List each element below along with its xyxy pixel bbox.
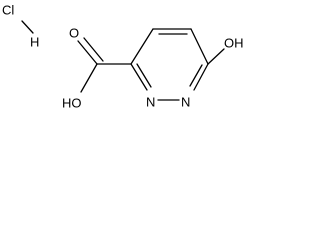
ring-nitrogen-right-label: N	[181, 95, 190, 110]
ring-bond-n2-c3-double	[136, 63, 152, 88]
carbonyl-oxygen-label: O	[69, 26, 79, 41]
hydrogen-chloride	[21, 20, 34, 34]
bond-c6-oh	[207, 48, 225, 65]
chemical-structure-diagram: Cl H O HO N N OH	[2, 3, 244, 111]
ring-bond-c6-n1-double	[189, 64, 203, 87]
ring-hydroxyl-label: OH	[224, 36, 244, 51]
hydrogen-label: H	[30, 35, 39, 50]
ring-bond-c3-c4	[130, 28, 154, 65]
ring-bond-n2-c3	[130, 63, 148, 91]
bond-carboxyl-c-o-double-b	[83, 37, 104, 62]
ring-bond-c5-c6	[190, 28, 209, 65]
pyridazine-ring	[130, 28, 209, 101]
acid-hydroxyl-label: HO	[62, 96, 82, 111]
ring-nitrogen-left-label: N	[146, 95, 155, 110]
atom-labels: Cl H O HO N N OH	[2, 3, 244, 111]
h-cl-bond	[21, 20, 34, 34]
ring-bond-c6-n1	[193, 63, 209, 91]
bond-carboxyl-c-o-double-a	[77, 40, 98, 65]
substituent-bonds	[77, 37, 225, 93]
bond-carboxyl-c-oh	[80, 63, 98, 93]
chlorine-label: Cl	[2, 3, 14, 18]
